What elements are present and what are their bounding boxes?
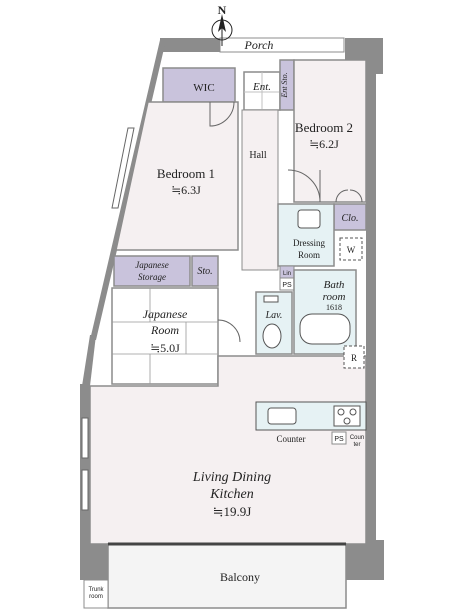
label-bath-2: room (323, 291, 346, 303)
label-bath-3: 1618 (326, 303, 342, 312)
label-bedroom2: Bedroom 2 (295, 120, 353, 135)
label-ps-kitchen: PS (334, 436, 344, 443)
closet (333, 203, 367, 231)
label-counter-set-2: ter (353, 442, 360, 448)
bathtub (299, 313, 351, 345)
wall-left-exterior (80, 384, 90, 542)
compass-letter: N (218, 3, 227, 17)
wall-right-exterior (366, 74, 376, 544)
label-porch: Porch (244, 38, 274, 52)
label-fridge: R (351, 353, 357, 363)
japanese-storage (113, 255, 191, 287)
wall-column-bottom-right (346, 540, 384, 580)
label-ent: Ent. (252, 81, 271, 93)
label-ps-top: PS (282, 282, 292, 289)
label-dressing-1: Dressing (293, 238, 325, 248)
label-ldk-size: ≒19.9J (213, 504, 252, 519)
stove-icon (333, 405, 361, 427)
toilet (262, 323, 282, 349)
label-lin: Lin (283, 271, 291, 277)
label-trunk-1: Trunk (88, 587, 104, 593)
label-japanese-storage-1: Japanese (135, 260, 169, 270)
label-hall: Hall (249, 150, 266, 161)
label-counter: Counter (277, 434, 306, 444)
tatami-lines (112, 288, 218, 384)
fridge-box (343, 345, 365, 369)
wall-left-lower (82, 335, 96, 386)
label-lav: Lav. (265, 310, 283, 321)
wall-column-top-left (160, 38, 220, 52)
label-dressing-2: Room (298, 250, 320, 260)
label-washer: W (347, 245, 356, 255)
label-japanese-room-2: Room (150, 323, 179, 337)
door-swing-wic (209, 101, 235, 127)
label-ent-sto: Ent Sto. (280, 72, 289, 98)
door-swing-bedroom2 (287, 169, 321, 203)
closet-door (335, 189, 363, 203)
porch-area (219, 37, 345, 53)
label-balcony: Balcony (220, 570, 260, 584)
wall-column-bottom-left (80, 540, 108, 580)
kitchen-sink (267, 407, 297, 425)
label-bedroom1: Bedroom 1 (157, 166, 215, 181)
ldk-windows (81, 417, 89, 511)
bedroom2-room (293, 59, 367, 203)
label-bath-1: Bath (324, 279, 345, 291)
label-wic: WIC (193, 82, 214, 94)
label-sto: Sto. (197, 266, 212, 277)
hall-area (241, 109, 279, 271)
dressing-sink (297, 209, 321, 229)
balcony (107, 543, 347, 609)
label-japanese-storage-2: Storage (138, 272, 166, 282)
pipe-shaft-kitchen (331, 431, 347, 445)
label-trunk-2: room (89, 594, 103, 600)
door-swing-japanese (217, 319, 241, 343)
label-clo: Clo. (342, 213, 359, 224)
label-counter-set-1: Coun (350, 435, 364, 441)
label-ldk-2: Kitchen (209, 487, 254, 502)
label-bedroom2-size: ≒6.2J (309, 137, 339, 151)
lav-sink (263, 295, 279, 303)
label-ldk-1: Living Dining (192, 470, 271, 485)
washer-box (339, 237, 363, 261)
japanese-room (111, 287, 219, 385)
storage-small (191, 255, 219, 287)
label-bedroom1-size: ≒6.3J (171, 183, 201, 197)
bedroom1-window (111, 127, 135, 209)
label-japanese-room-size: ≒5.0J (150, 341, 180, 355)
wic-room (162, 67, 236, 103)
bedroom1-room (115, 101, 239, 251)
trunk-room (83, 579, 109, 609)
label-japanese-room-1: Japanese (143, 307, 188, 321)
compass-icon (211, 14, 233, 46)
